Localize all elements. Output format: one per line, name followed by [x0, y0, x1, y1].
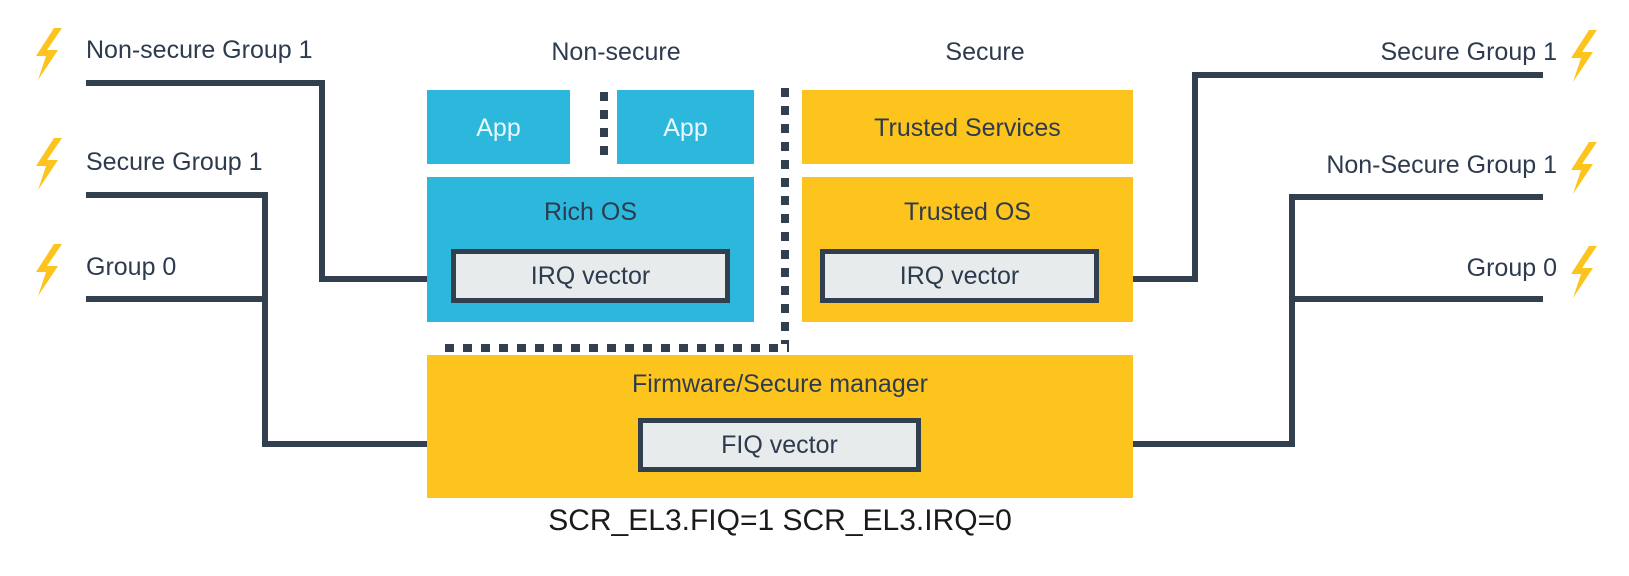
block-trusted-services-label: Trusted Services [874, 114, 1061, 142]
connector-right-sg1-into-irq [1115, 276, 1198, 282]
right-source-label-2: Group 0 [1466, 254, 1557, 282]
block-firmware-label: Firmware/Secure manager [632, 370, 928, 398]
column-heading-secure: Secure [945, 38, 1025, 66]
block-trusted-services: Trusted Services [802, 90, 1133, 164]
block-app-right: App [617, 90, 754, 164]
lightning-bolt-icon [1567, 142, 1597, 194]
connector-left-nsg1-into-irq [319, 276, 444, 282]
left-source-label-2: Group 0 [86, 253, 177, 281]
left-source-label-0: Non-secure Group 1 [86, 36, 313, 64]
firmware-fiq-vector: FIQ vector [638, 418, 921, 472]
app-divider-dotted [600, 92, 608, 164]
block-rich-os-label: Rich OS [543, 198, 638, 226]
lightning-bolt-icon [1567, 30, 1597, 82]
world-divider-dotted-horizontal [445, 344, 789, 352]
rich-os-irq-vector: IRQ vector [451, 249, 730, 303]
left-source-label-1: Secure Group 1 [86, 148, 263, 176]
lightning-bolt-icon [32, 138, 62, 190]
connector-left-bus-vertical [262, 192, 268, 447]
lightning-bolt-icon [1567, 246, 1597, 298]
block-app-left-label: App [476, 114, 521, 142]
trusted-os-irq-vector: IRQ vector [820, 249, 1099, 303]
connector-right-bus-vertical [1289, 194, 1295, 447]
connector-left-sg1-horizontal [86, 192, 268, 198]
lightning-bolt-icon [32, 28, 62, 80]
diagram-caption: SCR_EL3.FIQ=1 SCR_EL3.IRQ=0 [548, 504, 1012, 537]
column-heading-non-secure: Non-secure [551, 38, 681, 66]
connector-left-g0-horizontal [86, 296, 268, 302]
connector-right-sg1-horizontal [1192, 72, 1543, 78]
world-divider-dotted-vertical [781, 88, 789, 344]
connector-right-g0-horizontal [1295, 296, 1543, 302]
connector-right-nsg1-horizontal [1295, 194, 1543, 200]
block-app-left: App [427, 90, 570, 164]
connector-right-sg1-vertical [1192, 72, 1198, 282]
block-trusted-os-label: Trusted OS [904, 198, 1031, 226]
block-app-right-label: App [663, 114, 708, 142]
connector-left-nsg1-vertical [319, 80, 325, 282]
lightning-bolt-icon [32, 244, 62, 296]
right-source-label-0: Secure Group 1 [1380, 38, 1558, 66]
right-source-label-1: Non-Secure Group 1 [1326, 151, 1557, 179]
connector-left-nsg1-horizontal [86, 80, 325, 86]
